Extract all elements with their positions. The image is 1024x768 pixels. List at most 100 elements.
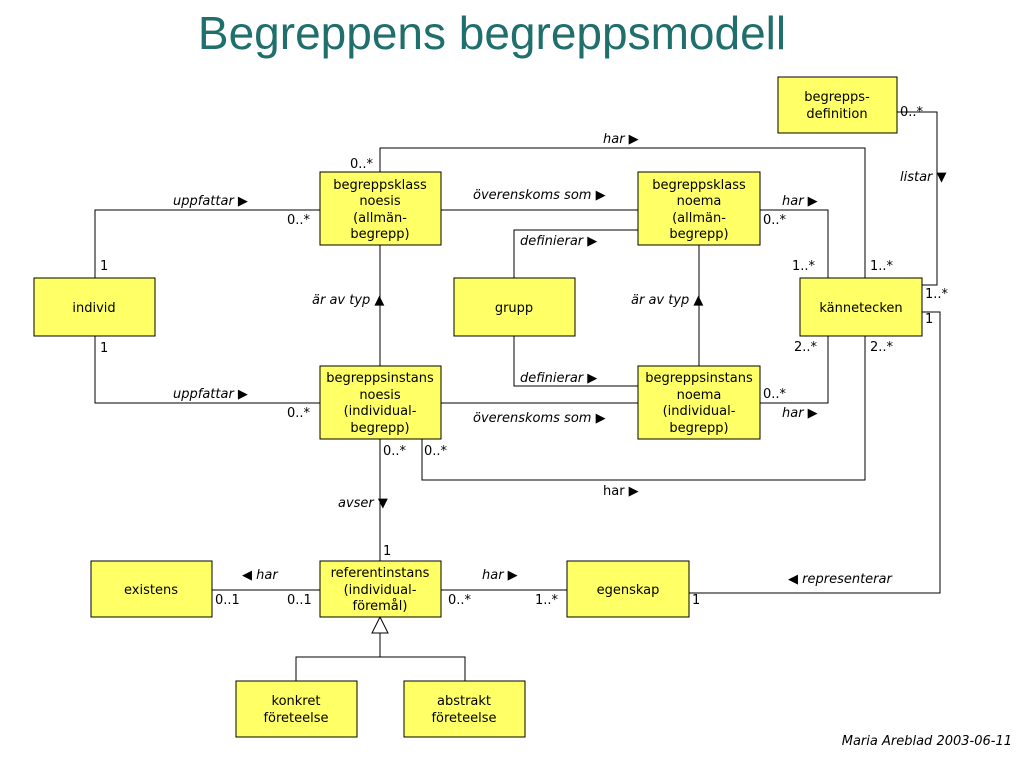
box-text: begrepp) <box>350 227 409 242</box>
mult-kann-tr: 1..* <box>870 259 894 274</box>
box-text: begreppsklass <box>333 178 427 193</box>
mult-exist: 0..1 <box>215 593 240 608</box>
label-har-egenskap: har ▶ <box>482 568 518 583</box>
box-text: noema <box>677 194 722 209</box>
box-text: definition <box>806 107 867 122</box>
mult-inoema-right: 0..* <box>763 387 787 402</box>
box-text: begrepp) <box>669 421 728 436</box>
box-text: grupp <box>495 301 533 316</box>
box-text: (allmän- <box>353 211 407 226</box>
mult-noesis-top: 0..* <box>350 157 374 172</box>
mult-kann-r2: 1 <box>925 312 933 327</box>
box-text: existens <box>124 583 178 598</box>
box-text: (allmän- <box>672 211 726 226</box>
mult-kann-tl: 1..* <box>792 259 816 274</box>
label-uppfattar-1: uppfattar ▶ <box>173 194 248 209</box>
box-text: föremål) <box>353 599 408 614</box>
box-text: (individual- <box>344 404 417 419</box>
box-referentinstans: referentinstans (individual- föremål) <box>319 560 442 618</box>
mult-ref-left: 0..1 <box>287 593 312 608</box>
mult-egen-right: 1 <box>692 593 700 608</box>
box-instans-noema: begreppsinstans noema (individual- begre… <box>637 365 761 440</box>
connector-uppfattar-1 <box>94 209 320 278</box>
label-har-noema-2: har ▶ <box>782 406 818 421</box>
box-text: begrepps- <box>804 90 870 105</box>
connector-definierar-2 <box>513 336 638 387</box>
box-text: begreppsinstans <box>326 371 434 386</box>
mult-kann-r1: 1..* <box>925 287 949 302</box>
box-egenskap: egenskap <box>566 560 690 618</box>
mult-individ-top: 1 <box>100 259 108 274</box>
box-grupp: grupp <box>453 277 576 337</box>
multiplicity-labels: 0..* 0..* 0..* 1 1 0..* 0..* 1..* 1..* 1… <box>100 105 949 608</box>
mult-kann-bl: 2..* <box>794 340 818 355</box>
mult-inoesis-left: 0..* <box>287 406 311 421</box>
connector-definierar-1 <box>513 229 641 278</box>
label-listar: listar ▼ <box>900 170 947 185</box>
mult-egen-left: 1..* <box>535 593 559 608</box>
page-title: Begreppens begreppsmodell <box>197 7 787 59</box>
label-har-existens: ◀ har <box>242 568 279 583</box>
mult-noesis-left: 0..* <box>287 213 311 228</box>
connector-har-top <box>379 147 866 278</box>
label-representerar: ◀ representerar <box>788 572 893 587</box>
box-text: noesis <box>359 194 401 209</box>
box-konkret: konkret företeelse <box>235 680 358 738</box>
label-har-noema-1: har ▶ <box>782 194 818 209</box>
connectors <box>94 111 941 681</box>
connector-har-noema-1 <box>760 209 829 278</box>
box-text: företeelse <box>431 711 496 726</box>
connector-listar <box>897 111 938 286</box>
box-individ: individ <box>33 277 156 337</box>
box-text: begrepp) <box>669 227 728 242</box>
connector-har-bottom <box>421 336 866 481</box>
box-text: konkret <box>272 694 321 709</box>
box-text: begrepp) <box>350 421 409 436</box>
label-ar-av-typ-1: är av typ ▲ <box>312 293 384 308</box>
box-text: (individual- <box>663 404 736 419</box>
box-text: kännetecken <box>819 301 902 316</box>
mult-def: 0..* <box>900 105 924 120</box>
box-text: begreppsklass <box>652 178 746 193</box>
label-avser: avser ▼ <box>338 496 388 511</box>
footer-author: Maria Areblad 2003-06-11 <box>842 734 1012 749</box>
box-text: företeelse <box>263 711 328 726</box>
box-abstrakt: abstrakt företeelse <box>403 680 526 738</box>
box-kannetecken: kännetecken <box>799 277 923 337</box>
connector-uppfattar-2 <box>94 336 320 404</box>
connector-har-noema-2 <box>760 336 829 404</box>
label-uppfattar-2: uppfattar ▶ <box>173 387 248 402</box>
box-text: egenskap <box>597 583 660 598</box>
box-text: (individual- <box>344 583 417 598</box>
box-instans-noesis: begreppsinstans noesis (individual- begr… <box>319 365 442 440</box>
label-definierar-1: definierar ▶ <box>520 234 597 249</box>
mult-ref-top: 1 <box>383 544 391 559</box>
box-text: begreppsinstans <box>645 371 753 386</box>
box-text: individ <box>72 301 115 316</box>
label-ar-av-typ-2: är av typ ▲ <box>631 293 703 308</box>
box-klass-noesis: begreppsklass noesis (allmän- begrepp) <box>319 171 442 246</box>
box-text: referentinstans <box>331 566 430 581</box>
box-text: noesis <box>359 388 401 403</box>
relation-labels: har ▶ listar ▼ uppfattar ▶ uppfattar ▶ ö… <box>173 132 947 587</box>
mult-ref-right: 0..* <box>448 593 472 608</box>
generalization-arrow <box>371 615 389 634</box>
mult-individ-bottom: 1 <box>100 341 108 356</box>
connector-representerar <box>689 311 941 594</box>
mult-noema-right: 0..* <box>763 213 787 228</box>
box-klass-noema: begreppsklass noema (allmän- begrepp) <box>637 171 761 246</box>
box-text: noema <box>677 388 722 403</box>
box-text: abstrakt <box>437 694 491 709</box>
mult-inoesis-b1: 0..* <box>383 444 407 459</box>
box-existens: existens <box>90 560 213 618</box>
label-overenskoms-1: överenskoms som ▶ <box>473 188 606 203</box>
mult-kann-br: 2..* <box>870 340 894 355</box>
label-definierar-2: definierar ▶ <box>520 371 597 386</box>
label-overenskoms-2: överenskoms som ▶ <box>473 411 606 426</box>
generalization-branches <box>295 656 466 681</box>
box-begreppsdefinition: begrepps- definition <box>777 76 898 134</box>
mult-inoesis-b2: 0..* <box>424 444 448 459</box>
label-har-top: har ▶ <box>603 132 639 147</box>
label-har-bottom: har ▶ <box>603 484 639 499</box>
